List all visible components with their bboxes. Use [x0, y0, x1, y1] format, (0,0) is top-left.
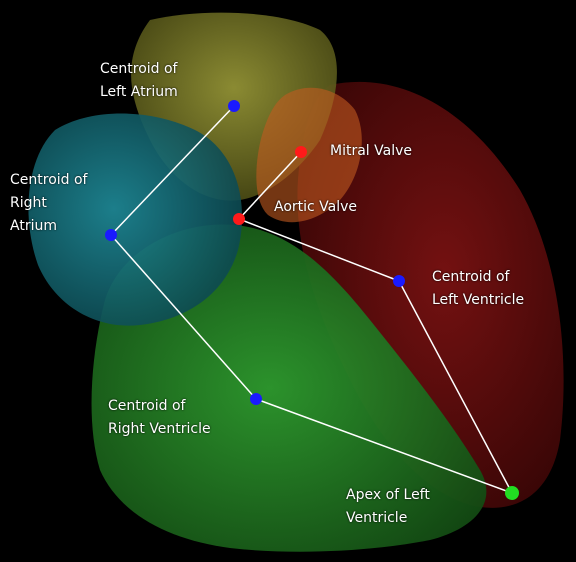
label-line: Centroid of — [10, 172, 88, 188]
label-line: Left Ventricle — [432, 292, 525, 308]
label-line: Aortic Valve — [274, 199, 358, 215]
landmark-mitral-valve — [295, 146, 307, 158]
label-line: Centroid of — [432, 269, 510, 285]
label-line: Mitral Valve — [330, 143, 412, 159]
label-right-atrium-centroid: Centroid of Right Atrium — [10, 169, 88, 238]
label-mitral-valve: Mitral Valve — [330, 140, 412, 163]
label-line: Apex of Left — [346, 487, 430, 503]
label-line: Left Atrium — [100, 84, 178, 100]
landmark-right-atrium-centroid — [105, 229, 117, 241]
landmark-left-ventricle-centroid — [393, 275, 405, 287]
connector-rv-apex — [255, 398, 513, 494]
landmark-left-atrium-centroid — [228, 100, 240, 112]
label-aortic-valve: Aortic Valve — [274, 196, 357, 219]
label-apex: Apex of Left Ventricle — [346, 484, 430, 530]
landmark-right-ventricle-centroid — [250, 393, 262, 405]
landmark-aortic-valve — [233, 213, 245, 225]
connector-ra-rv — [110, 234, 257, 400]
connector-aortic-lv — [238, 218, 400, 282]
landmark-apex — [505, 486, 519, 500]
label-line: Right — [10, 195, 47, 211]
connector-lv-apex — [398, 280, 513, 494]
right-atrium-surface — [28, 113, 243, 326]
label-left-ventricle-centroid: Centroid of Left Ventricle — [432, 266, 524, 312]
aorta-surface — [256, 87, 362, 223]
label-line: Atrium — [10, 218, 57, 234]
label-line: Centroid of — [108, 398, 186, 414]
label-line: Ventricle — [346, 510, 408, 526]
landmark-connectors — [110, 105, 513, 494]
label-line: Right Ventricle — [108, 421, 211, 437]
label-line: Centroid of — [100, 61, 178, 77]
label-left-atrium-centroid: Centroid of Left Atrium — [100, 58, 178, 104]
label-right-ventricle-centroid: Centroid of Right Ventricle — [108, 395, 211, 441]
connector-la-ra — [110, 105, 235, 236]
connector-aortic-mitral — [238, 151, 302, 220]
